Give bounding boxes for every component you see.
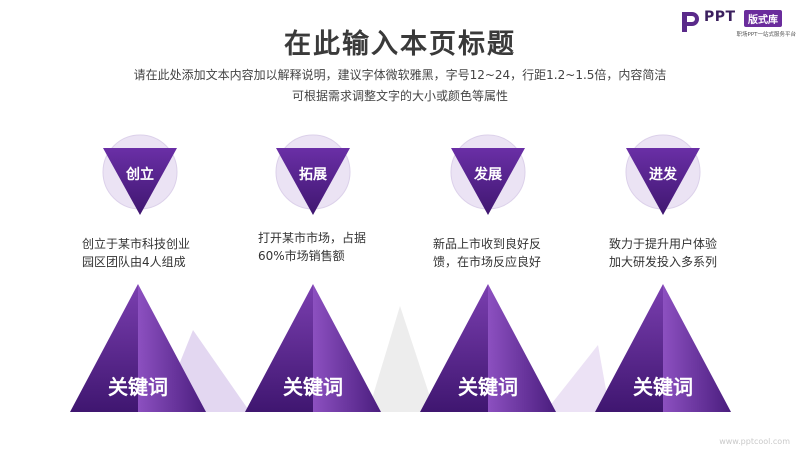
stage-desc-4-line-1: 致力于提升用户体验 xyxy=(609,237,718,251)
stage-desc-2-line-1: 打开某市市场，占据 xyxy=(258,231,367,245)
stage-desc-3-line-1: 新品上市收到良好反 xyxy=(433,237,542,251)
up-triangle-2 xyxy=(245,284,381,412)
stage-badge-2: 拓展 xyxy=(268,145,358,235)
stage-badge-4: 进发 xyxy=(618,145,708,235)
page-subtitle: 请在此处添加文本内容加以解释说明，建议字体微软雅黑，字号12~24，行距1.2~… xyxy=(0,65,800,107)
logo-badge: 版式库 xyxy=(744,10,782,27)
keyword-1: 关键词 xyxy=(108,375,168,399)
subtitle-line-2: 可根据需求调整文字的大小或颜色等属性 xyxy=(291,89,508,103)
down-triangle-1 xyxy=(103,148,177,215)
up-triangle-1 xyxy=(70,284,206,412)
stage-badge-3: 发展 xyxy=(443,145,533,235)
down-triangle-2 xyxy=(276,148,350,215)
brand-logo: PPT 版式库 职场PPT一站式服务平台 xyxy=(680,8,796,38)
page-title: 在此输入本页标题 xyxy=(284,29,516,60)
stage-badge-1: 创立 xyxy=(95,145,185,235)
up-triangle-4 xyxy=(595,284,731,412)
bg-mountain-2 xyxy=(368,306,435,412)
logo-tagline: 职场PPT一站式服务平台 xyxy=(736,32,797,38)
keyword-4: 关键词 xyxy=(633,375,693,399)
stage-desc-2: 打开某市市场，占据 60%市场销售额 xyxy=(258,229,408,265)
down-triangle-3 xyxy=(451,148,525,215)
subtitle-line-1: 请在此处添加文本内容加以解释说明，建议字体微软雅黑，字号12~24，行距1.2~… xyxy=(133,68,667,82)
stage-desc-1: 创立于某市科技创业 园区团队由4人组成 xyxy=(82,235,232,271)
stage-label-4: 进发 xyxy=(649,167,677,183)
stage-desc-4-line-2: 加大研发投入多系列 xyxy=(609,255,718,269)
bg-mountain-3 xyxy=(545,345,610,412)
stage-desc-1-line-2: 园区团队由4人组成 xyxy=(82,255,186,269)
stage-desc-1-line-1: 创立于某市科技创业 xyxy=(82,237,191,251)
keyword-2: 关键词 xyxy=(283,375,343,399)
logo-brand-text: PPT xyxy=(704,9,736,25)
stage-label-3: 发展 xyxy=(474,167,502,183)
down-triangle-4 xyxy=(626,148,700,215)
stage-label-2: 拓展 xyxy=(299,167,327,183)
stage-label-1: 创立 xyxy=(126,167,154,183)
up-triangle-3 xyxy=(420,284,556,412)
stage-desc-4: 致力于提升用户体验 加大研发投入多系列 xyxy=(609,235,759,271)
stage-desc-3-line-2: 馈，在市场反应良好 xyxy=(433,255,542,269)
stage-desc-3: 新品上市收到良好反 馈，在市场反应良好 xyxy=(433,235,583,271)
logo-p-icon xyxy=(682,12,699,32)
keyword-3: 关键词 xyxy=(458,375,518,399)
watermark: www.pptcool.com xyxy=(719,437,790,446)
stage-desc-2-line-2: 60%市场销售额 xyxy=(258,249,345,263)
